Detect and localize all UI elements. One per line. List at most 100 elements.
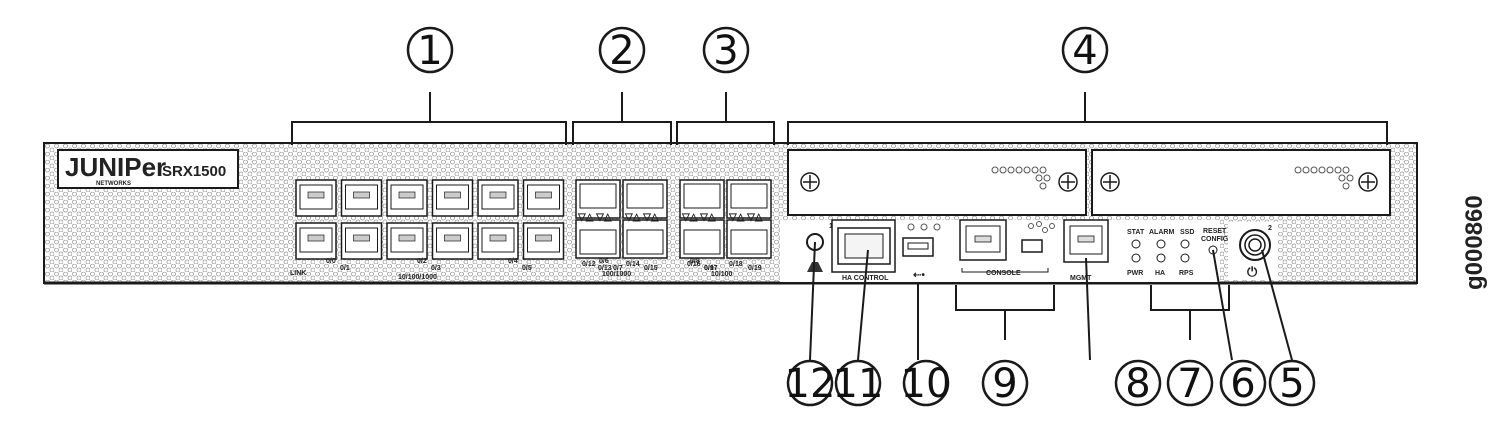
esd-icon bbox=[807, 262, 823, 272]
ha-led-label: HA bbox=[1155, 270, 1165, 277]
svg-text:6: 6 bbox=[1230, 361, 1255, 407]
sfp-port bbox=[622, 219, 668, 259]
copper-port bbox=[522, 179, 565, 217]
sfp-port bbox=[575, 219, 621, 259]
copper-port bbox=[386, 222, 428, 260]
control-panel: 1 HA CONTROL ⇠• CONSOLE MGMT STAT ALARM … bbox=[780, 219, 1229, 282]
alarm-led bbox=[1156, 239, 1166, 249]
sfp-link-indicators: ▽△ ▽△ bbox=[681, 212, 716, 223]
copper-port bbox=[295, 222, 337, 260]
brand-logo-box: JUNIPer NETWORKS SRX1500 bbox=[57, 149, 239, 189]
sfp-link-indicators: ▽△ ▽△ bbox=[577, 212, 612, 223]
console-mini-usb-port bbox=[1021, 239, 1043, 253]
link-label: LINK bbox=[290, 270, 306, 277]
callout-4: 4 bbox=[1061, 26, 1109, 74]
copper-port-label: 0/1 bbox=[340, 265, 350, 272]
callout-10: 10 bbox=[901, 359, 952, 407]
usb-icon: ⇠• bbox=[913, 270, 925, 281]
copper-port-label: 0/9 bbox=[704, 265, 714, 272]
copper-port-label: 0/0 bbox=[326, 258, 336, 265]
sfp-port bbox=[726, 219, 772, 259]
copper-port-label: 0/2 bbox=[417, 258, 427, 265]
svg-text:4: 4 bbox=[1072, 28, 1097, 74]
copper-port bbox=[431, 179, 474, 217]
ssd-led-label: SSD bbox=[1180, 229, 1194, 236]
sfp-port bbox=[726, 179, 772, 219]
copper-port-label: 0/7 bbox=[613, 265, 623, 272]
slot-2-label: 2 bbox=[1268, 225, 1272, 232]
svg-text:1: 1 bbox=[417, 28, 442, 74]
sfp-port-label: 0/14 bbox=[626, 261, 640, 268]
rps-led bbox=[1180, 253, 1190, 263]
copper-port bbox=[522, 222, 565, 260]
sfp-port-label: 0/15 bbox=[644, 265, 658, 272]
callout-7: 7 bbox=[1166, 359, 1214, 407]
console-label: CONSOLE bbox=[986, 270, 1021, 277]
pwr-led bbox=[1131, 253, 1141, 263]
sfp-link-indicators: ▽△ ▽△ bbox=[728, 212, 763, 223]
svg-text:8: 8 bbox=[1125, 361, 1150, 407]
svg-text:12: 12 bbox=[785, 361, 836, 407]
copper-port bbox=[477, 222, 519, 260]
copper-port bbox=[431, 222, 474, 260]
power-icon: ⏻ bbox=[1247, 264, 1258, 279]
module-slot-1 bbox=[787, 149, 1087, 216]
copper-ports-group bbox=[295, 179, 565, 260]
power-button-area: ⏻ 2 bbox=[1228, 222, 1278, 280]
copper-speed-label: 10/100/1000 bbox=[398, 274, 437, 281]
sfp-port bbox=[679, 179, 725, 219]
figure-id: g000860 bbox=[1461, 195, 1488, 290]
sfp-port-label: 0/18 bbox=[729, 261, 743, 268]
svg-text:3: 3 bbox=[713, 28, 738, 74]
copper-port bbox=[295, 179, 337, 217]
brackets bbox=[291, 92, 1388, 340]
callout-3: 3 bbox=[702, 26, 750, 74]
sfp-port-label: 0/16 bbox=[687, 261, 701, 268]
copper-port-label: 0/8 bbox=[690, 258, 700, 265]
sfpplus-speed-label: 10/100 bbox=[711, 271, 733, 278]
svg-text:9: 9 bbox=[992, 361, 1017, 407]
svg-text:2: 2 bbox=[609, 28, 634, 74]
pwr-led-label: PWR bbox=[1127, 270, 1143, 277]
sfp-port-label: 0/17 bbox=[704, 265, 718, 272]
sfp-port bbox=[679, 219, 725, 259]
callout-8: 8 bbox=[1114, 359, 1162, 407]
ha-led bbox=[1156, 253, 1166, 263]
copper-port-label: 0/3 bbox=[431, 265, 441, 272]
sfpplus-ports-group: ▽△ ▽△ ▽△ ▽△ bbox=[679, 179, 772, 259]
copper-port-label: 0/5 bbox=[522, 265, 532, 272]
module-slot-2 bbox=[1091, 149, 1391, 216]
sfp-port-label: 0/12 bbox=[582, 261, 596, 268]
slot-1-label: 1 bbox=[829, 223, 833, 230]
svg-text:10: 10 bbox=[901, 361, 952, 407]
svg-text:11: 11 bbox=[833, 361, 884, 407]
sfp-port bbox=[575, 179, 621, 219]
svg-text:5: 5 bbox=[1279, 361, 1304, 407]
callout-6: 6 bbox=[1219, 359, 1267, 407]
brand-logo: JUNIPer bbox=[65, 152, 166, 182]
stat-led-label: STAT bbox=[1127, 229, 1145, 236]
sfp-link-indicators: ▽△ ▽△ bbox=[624, 212, 659, 223]
ssd-led bbox=[1180, 239, 1190, 249]
sfp-port-label: 0/19 bbox=[748, 265, 762, 272]
sfp-port-label: 0/13 bbox=[598, 265, 612, 272]
copper-port bbox=[386, 179, 428, 217]
callout-1: 1 bbox=[406, 26, 454, 74]
sfp-port bbox=[622, 179, 668, 219]
reset-label: RESET bbox=[1203, 228, 1227, 235]
copper-port-label: 0/6 bbox=[599, 258, 609, 265]
callout-2: 2 bbox=[598, 26, 646, 74]
rps-led-label: RPS bbox=[1179, 270, 1194, 277]
config-label: CONFIG bbox=[1201, 236, 1229, 243]
mgmt-label: MGMT bbox=[1070, 275, 1092, 282]
leader-lines bbox=[809, 241, 1293, 361]
copper-port bbox=[340, 222, 383, 260]
callout-12: 12 bbox=[785, 359, 836, 407]
sfp-ports-group: ▽△ ▽△ ▽△ ▽△ bbox=[575, 179, 668, 259]
port-labels: LINK 10/100/1000 100/1000 10/100 0/00/10… bbox=[290, 258, 808, 281]
callout-5: 5 bbox=[1268, 359, 1316, 407]
stat-led bbox=[1131, 239, 1141, 249]
copper-port bbox=[477, 179, 519, 217]
